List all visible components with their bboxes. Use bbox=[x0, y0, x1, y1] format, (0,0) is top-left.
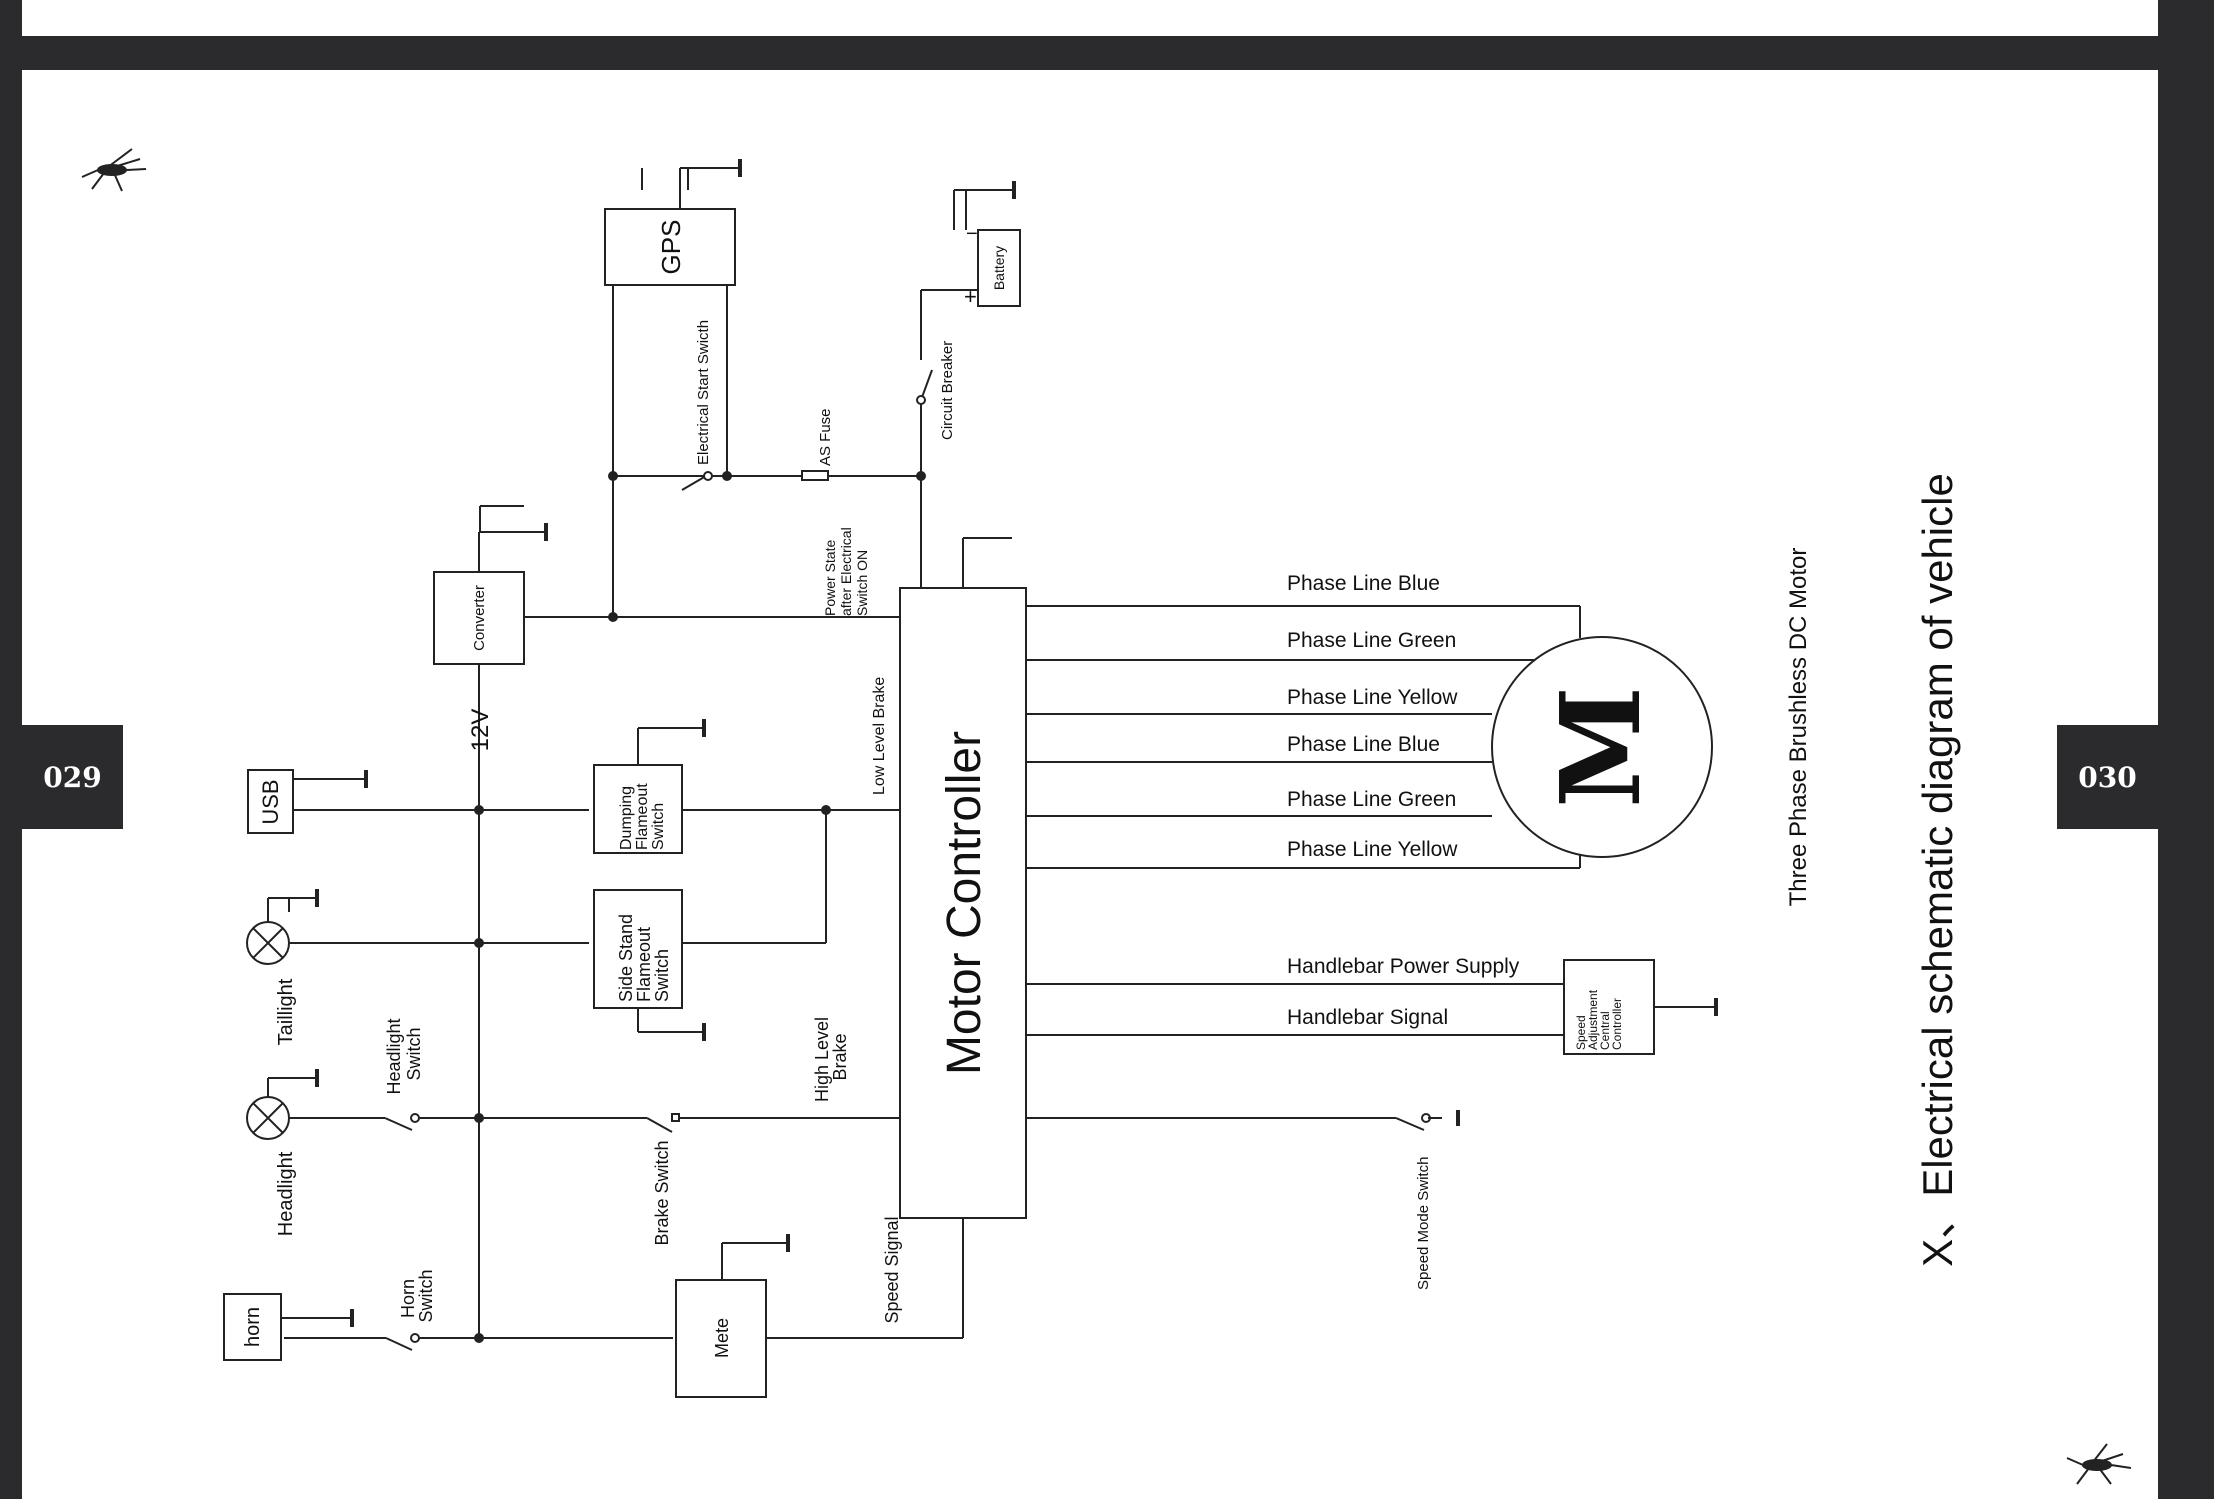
power-state-line-2: after Electrical bbox=[838, 527, 854, 616]
phase-line-3-label: Phase Line Yellow bbox=[1287, 686, 1458, 709]
headlight-switch-line-2: Switch bbox=[404, 1027, 424, 1080]
speed-mode-switch-label: Speed Mode Switch bbox=[1415, 1157, 1432, 1290]
meter-label: Mete bbox=[712, 1318, 732, 1358]
meter-box: Mete bbox=[675, 1279, 767, 1398]
taillight-lamp bbox=[246, 921, 290, 965]
side-stand-flameout-switch-box: Side Stand Flameout Switch bbox=[593, 889, 683, 1009]
phase-line-5-label: Phase Line Green bbox=[1287, 788, 1456, 811]
speed-adjust-line-2: Adjustment bbox=[1586, 989, 1600, 1050]
electrical-start-switch-label: Electrical Start Swicth bbox=[695, 320, 712, 465]
svg-text:−: − bbox=[966, 223, 978, 245]
svg-text:+: + bbox=[964, 284, 977, 309]
power-state-line-3: Switch ON bbox=[854, 550, 870, 616]
battery-label: Battery bbox=[991, 246, 1007, 290]
dumping-flameout-switch-box: Dumping Flameout Switch bbox=[593, 764, 683, 854]
motor-letter: M bbox=[1536, 686, 1665, 808]
brake-switch-label: Brake Switch bbox=[652, 1140, 672, 1245]
horn-switch-line-1: Horn bbox=[398, 1279, 418, 1318]
headlight-switch-label: Headlight Switch bbox=[384, 1013, 424, 1094]
handlebar-signal-label: Handlebar Signal bbox=[1287, 1006, 1448, 1029]
headlight-switch-line-1: Headlight bbox=[384, 1018, 404, 1094]
dumping-switch-line-3: Switch bbox=[650, 803, 667, 850]
page-number-right: 030 bbox=[2057, 725, 2158, 829]
side-stand-switch-line-1: Side Stand bbox=[616, 914, 636, 1002]
phase-line-6-label: Phase Line Yellow bbox=[1287, 838, 1458, 861]
usb-box: USB bbox=[247, 769, 294, 834]
high-level-brake-label: High Level Brake bbox=[812, 1012, 850, 1102]
usb-label: USB bbox=[258, 779, 283, 824]
circuit-breaker-label: Circuit Breaker bbox=[939, 341, 956, 440]
power-state-label: Power State after Electrical Switch ON bbox=[822, 523, 870, 616]
headlight-label: Headlight bbox=[275, 1151, 297, 1236]
high-level-brake-line-2: Brake bbox=[830, 1033, 850, 1080]
converter-label: Converter bbox=[471, 585, 488, 651]
side-stand-switch-line-3: Switch bbox=[652, 949, 672, 1002]
horn-switch-label: Horn Switch bbox=[398, 1269, 436, 1322]
motor-controller-label: Motor Controller bbox=[938, 731, 991, 1075]
motor-controller-box: Motor Controller bbox=[899, 587, 1027, 1219]
page-number-left: 029 bbox=[22, 725, 123, 829]
dumping-switch-line-2: Flameout bbox=[634, 783, 651, 850]
handlebar-power-label: Handlebar Power Supply bbox=[1287, 955, 1520, 978]
horn-label: horn bbox=[242, 1307, 264, 1347]
as-fuse-label: AS Fuse bbox=[817, 408, 834, 466]
power-state-line-1: Power State bbox=[822, 540, 838, 616]
horn-box: horn bbox=[223, 1293, 282, 1361]
low-level-brake-label: Low Level Brake bbox=[871, 677, 888, 795]
phase-line-2-label: Phase Line Green bbox=[1287, 629, 1456, 652]
dumping-switch-line-1: Dumping bbox=[618, 786, 635, 850]
high-level-brake-line-1: High Level bbox=[812, 1017, 832, 1102]
speed-adjustment-controller-box: Speed Adjustment Central Controller bbox=[1563, 959, 1655, 1055]
mosquito-logo-icon bbox=[2066, 1443, 2132, 1485]
motor-symbol: M bbox=[1491, 636, 1713, 858]
converter-box: Converter bbox=[433, 571, 525, 665]
12v-label: 12V bbox=[467, 709, 494, 752]
side-stand-switch-label: Side Stand Flameout Switch bbox=[616, 909, 672, 1002]
speed-adjust-line-3: Central bbox=[1598, 1011, 1612, 1050]
mosquito-logo-icon bbox=[81, 148, 147, 192]
previous-page-edge bbox=[22, 0, 2158, 36]
motor-caption: Three Phase Brushless DC Motor bbox=[1785, 548, 1812, 907]
speed-adjust-line-4: Controller bbox=[1610, 998, 1624, 1050]
battery-box: Battery bbox=[977, 229, 1021, 307]
side-stand-switch-line-2: Flameout bbox=[634, 927, 654, 1002]
speed-adjustment-label: Speed Adjustment Central Controller bbox=[1574, 987, 1624, 1050]
phase-line-1-label: Phase Line Blue bbox=[1287, 572, 1440, 595]
headlight-lamp bbox=[246, 1096, 290, 1140]
speed-signal-label: Speed Signal bbox=[882, 1216, 902, 1323]
horn-switch-line-2: Switch bbox=[416, 1269, 436, 1322]
dumping-switch-label: Dumping Flameout Switch bbox=[618, 779, 667, 850]
taillight-label: Taillight bbox=[275, 978, 297, 1045]
manual-page: GPS Battery − + Circuit Breaker Electric… bbox=[22, 70, 2158, 1499]
electrical-schematic: GPS Battery − + Circuit Breaker Electric… bbox=[81, 148, 2132, 1485]
speed-adjust-line-1: Speed bbox=[1574, 1015, 1588, 1050]
gps-label: GPS bbox=[656, 220, 686, 275]
gps-box: GPS bbox=[604, 208, 736, 286]
section-title: X、Electrical schematic diagram of vehicl… bbox=[1914, 473, 1961, 1267]
phase-line-4-label: Phase Line Blue bbox=[1287, 733, 1440, 756]
